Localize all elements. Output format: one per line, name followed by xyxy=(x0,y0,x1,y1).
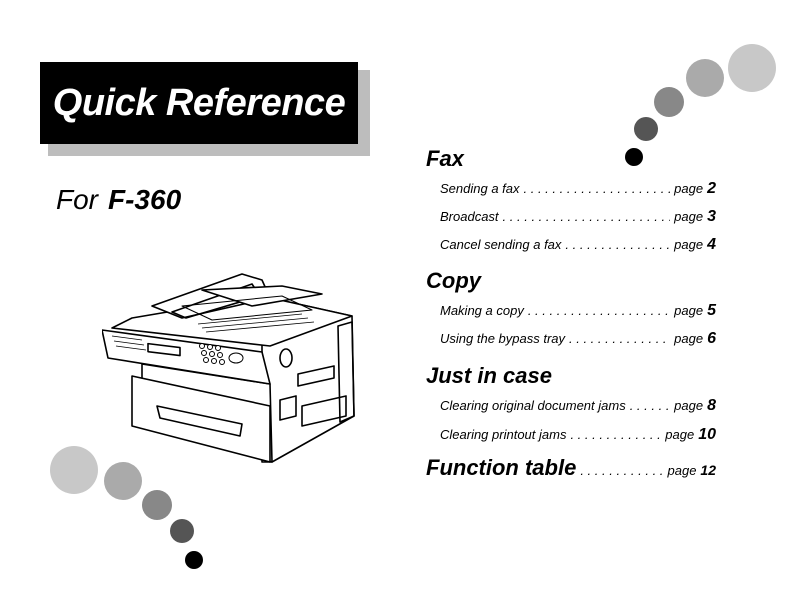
toc-entry-text: Broadcast xyxy=(440,209,499,224)
toc-page-number: 5 xyxy=(707,302,716,319)
leader-dots xyxy=(524,181,671,196)
toc-page-number: 10 xyxy=(698,426,716,443)
page-title: Quick Reference xyxy=(40,62,358,144)
toc-page-word: page xyxy=(665,427,695,442)
decor-dot xyxy=(625,148,643,166)
decor-dot xyxy=(686,59,724,97)
toc-page-word: page xyxy=(674,331,704,346)
leader-dots xyxy=(570,427,661,442)
toc-entry-text: Using the bypass tray xyxy=(440,331,566,346)
decor-dot xyxy=(104,462,142,500)
model-line: For F-360 xyxy=(56,184,181,216)
toc-page-word: page xyxy=(674,398,704,413)
toc-page-word: page xyxy=(674,237,704,252)
toc-page-word: page xyxy=(674,303,704,318)
fax-machine-illustration xyxy=(102,273,355,463)
decor-dot xyxy=(654,87,684,117)
toc-page-number: 4 xyxy=(707,236,716,253)
toc-entry-text: Clearing printout jams xyxy=(440,427,567,442)
toc-page-word: page xyxy=(674,209,704,224)
section-title-just-in-case: Just in case xyxy=(426,363,552,388)
decor-dot xyxy=(185,551,203,569)
decor-dot xyxy=(142,490,172,520)
model-name: F-360 xyxy=(108,184,182,215)
leader-dots xyxy=(565,237,670,252)
toc-page-number: 8 xyxy=(707,397,716,414)
decor-dot xyxy=(728,44,776,92)
section-title-function-table: Function table xyxy=(426,455,577,480)
toc-entry-text: Clearing original document jams xyxy=(440,398,626,413)
toc-page-number: 12 xyxy=(700,462,716,478)
section-title-fax: Fax xyxy=(426,146,464,171)
decor-dot xyxy=(170,519,194,543)
model-prefix: For xyxy=(56,184,98,215)
leader-dots xyxy=(569,331,670,346)
decor-dot xyxy=(634,117,658,141)
section-title-copy: Copy xyxy=(426,268,481,293)
leader-dots xyxy=(630,398,670,413)
toc-entry-text: Making a copy xyxy=(440,303,524,318)
toc-page-number: 2 xyxy=(707,180,716,197)
toc-page-number: 6 xyxy=(707,330,716,347)
toc-page-word: page xyxy=(667,463,697,478)
toc-entry-text: Sending a fax xyxy=(440,181,520,196)
leader-dots xyxy=(503,209,671,224)
leader-dots xyxy=(528,303,670,318)
toc-page-word: page xyxy=(674,181,704,196)
leader-dots xyxy=(580,463,663,478)
toc-page-number: 3 xyxy=(707,208,716,225)
decor-dot xyxy=(50,446,98,494)
toc-entry-text: Cancel sending a fax xyxy=(440,237,562,252)
